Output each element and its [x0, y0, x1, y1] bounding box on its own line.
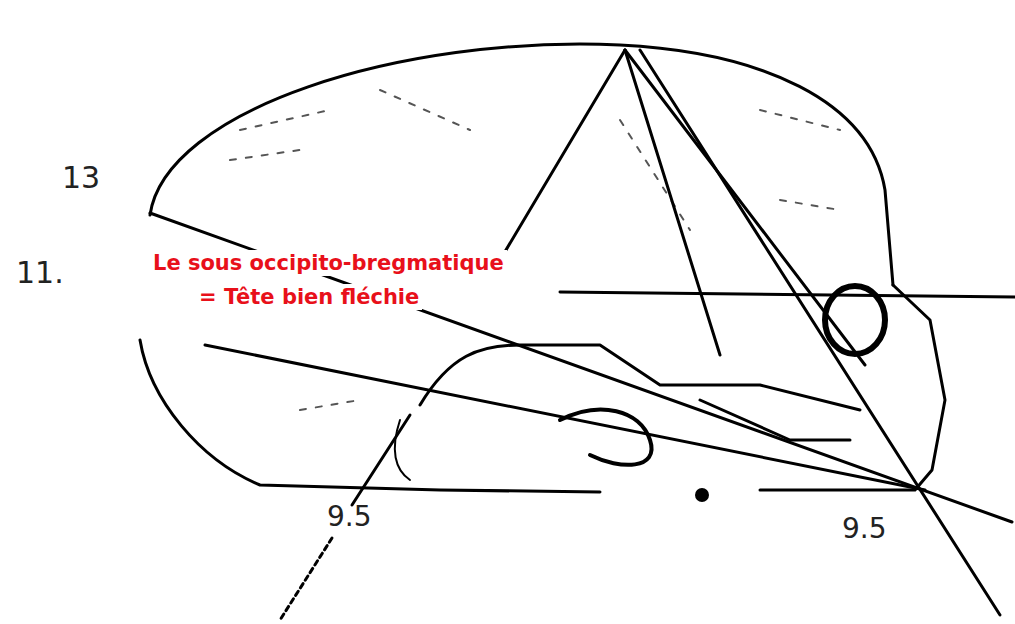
- diameter-line: [205, 345, 925, 490]
- diameter-line: [352, 415, 410, 505]
- maxilla: [700, 400, 850, 440]
- diameter-line: [625, 50, 720, 355]
- diameter-line: [150, 213, 1012, 522]
- dimension-label: 9.5: [327, 500, 372, 533]
- diameter-line: [640, 50, 1000, 615]
- annotation-text: = Tête bien fléchie: [196, 284, 422, 310]
- diameter-line: [560, 292, 1015, 297]
- dimension-label: 9.5: [842, 512, 887, 545]
- face-outline: [760, 285, 945, 490]
- diameter-line: [625, 50, 865, 365]
- diameter-line: [500, 50, 625, 260]
- callout-number: 13: [62, 160, 100, 195]
- skull-outline: [150, 44, 893, 285]
- callout-number: 11.: [16, 255, 64, 290]
- annotation-text: Le sous occipito-bregmatique: [150, 250, 507, 276]
- diameter-line: [280, 538, 332, 620]
- occiput-outline: [140, 340, 600, 492]
- ear-dot: [695, 488, 709, 502]
